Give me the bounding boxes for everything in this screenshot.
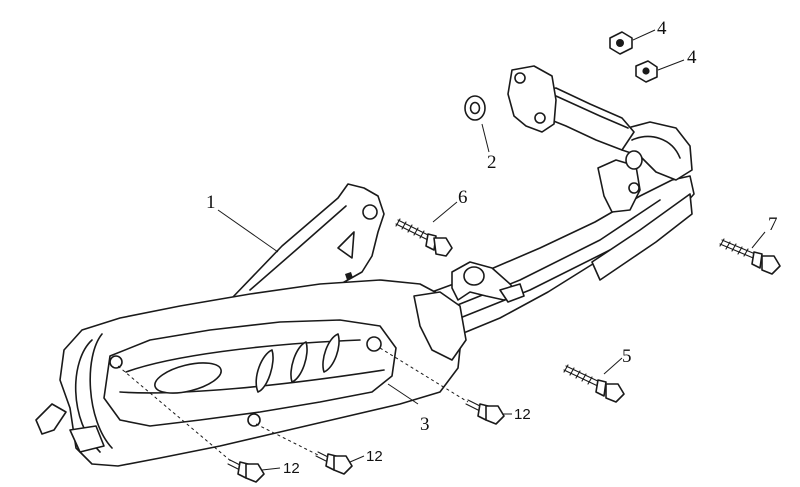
callout-5: 5 [622, 346, 632, 367]
callout-4-upper: 4 [657, 18, 667, 39]
nut-icon-upper [609, 31, 633, 55]
gasket-icon [464, 95, 486, 121]
nut-icon-lower [635, 60, 658, 83]
bolt-5-icon [563, 364, 625, 403]
callout-3: 3 [420, 414, 430, 435]
callout-4-lower: 4 [687, 47, 697, 68]
leader-lines [117, 29, 766, 471]
callout-6: 6 [458, 187, 468, 208]
callout-2: 2 [487, 152, 497, 173]
callout-12-left: 12 [283, 460, 300, 477]
callout-12-right: 12 [514, 406, 531, 423]
callout-1: 1 [206, 192, 216, 213]
bolt-12-left-icon [227, 459, 265, 483]
bolt-7-icon [719, 238, 781, 275]
bolt-12-middle-icon [315, 451, 353, 475]
bolt-6-icon [395, 218, 453, 257]
muffler-body [35, 279, 467, 467]
callout-7: 7 [768, 214, 778, 235]
callout-12-middle: 12 [366, 448, 383, 465]
bolt-12-right-icon [465, 399, 505, 425]
header-pipe [409, 65, 695, 341]
